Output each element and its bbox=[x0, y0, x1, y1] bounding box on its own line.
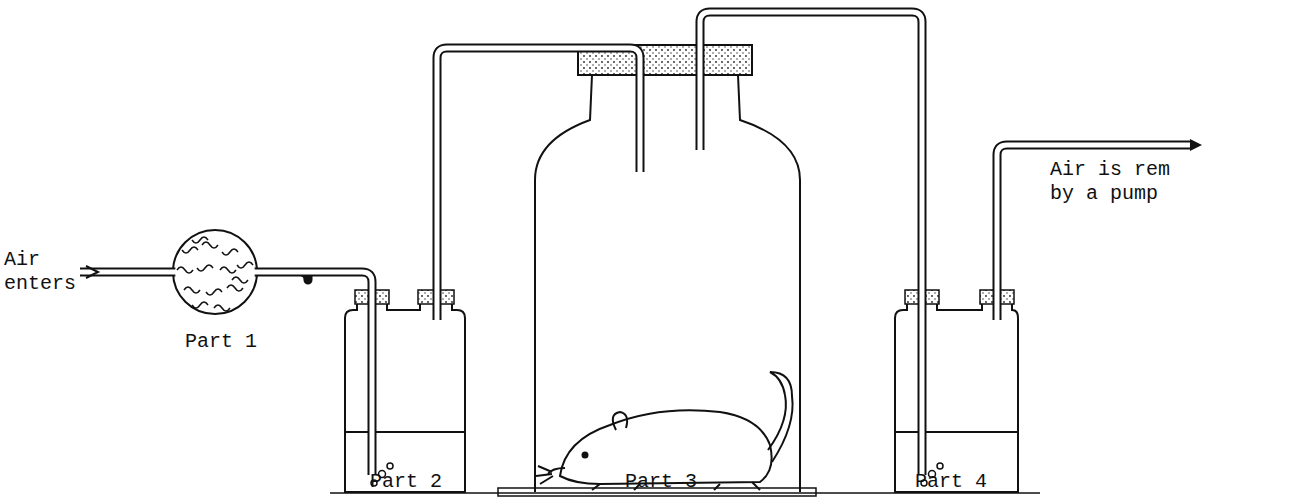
filter-fibre bbox=[184, 287, 200, 293]
filter-fibre bbox=[177, 267, 193, 273]
filter-fibre bbox=[206, 289, 222, 295]
part-label: Part 4 bbox=[915, 470, 1015, 494]
filter-fibre bbox=[182, 247, 198, 253]
part-label: Part 3 bbox=[625, 470, 725, 494]
bell-jar bbox=[535, 75, 800, 492]
filter-bulb bbox=[173, 230, 257, 314]
filter-fibre bbox=[227, 285, 243, 291]
filter-fibre bbox=[222, 249, 238, 255]
filter-fibre bbox=[202, 242, 218, 248]
filter-fibre bbox=[192, 237, 208, 243]
part-label: Part 1 bbox=[185, 330, 285, 354]
filter-fibre bbox=[220, 267, 236, 273]
filter-fibre bbox=[237, 262, 253, 268]
filter-fibre bbox=[192, 302, 208, 308]
filter-fibre bbox=[214, 305, 230, 311]
air-outlet-label: Air is rem by a pump bbox=[1050, 158, 1176, 206]
bottle bbox=[895, 300, 1018, 492]
part-label: Part 2 bbox=[370, 470, 470, 494]
bottle bbox=[345, 300, 465, 492]
glass-tubing bbox=[80, 12, 1190, 475]
filter-fibre bbox=[232, 277, 248, 283]
air-inlet-label: Air enters bbox=[4, 248, 82, 296]
filter-fibre bbox=[197, 265, 213, 271]
